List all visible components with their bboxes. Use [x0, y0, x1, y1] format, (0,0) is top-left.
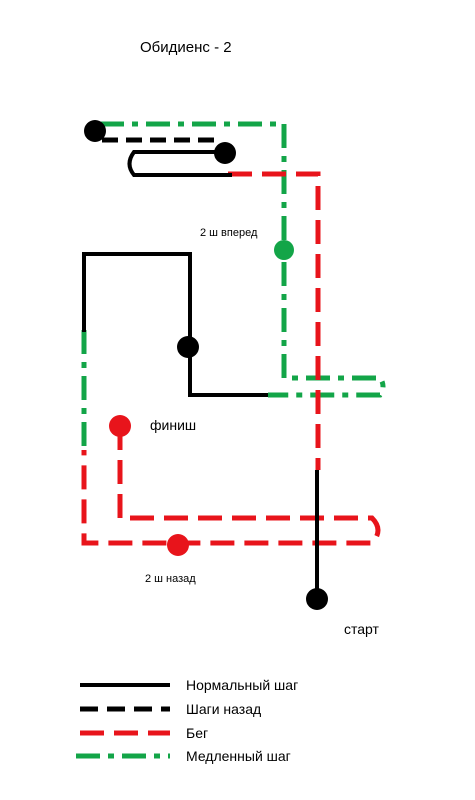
run-route	[81, 171, 381, 546]
start-marker	[306, 588, 328, 610]
normal-step-route	[82, 150, 319, 597]
run-top-segment	[228, 171, 321, 470]
finish-marker	[109, 415, 131, 437]
legend-backward-label: Шаги назад	[186, 701, 261, 717]
turn-marker-top	[214, 142, 236, 164]
run-bottom-segment	[81, 426, 381, 546]
middle-marker	[177, 336, 199, 358]
scheme-title: Обидиенс - 2	[140, 39, 232, 56]
back-label: 2 ш назад	[145, 573, 196, 585]
slow-step-top-segment	[100, 121, 386, 398]
normal-step-finish-loop	[82, 252, 268, 397]
finish-label: финиш	[150, 417, 196, 433]
normal-step-top-loop	[127, 150, 232, 177]
legend: Нормальный шаг Шаги назад Бег Медленный …	[76, 677, 298, 764]
forward-marker	[274, 240, 294, 260]
forward-label: 2 ш вперед	[200, 227, 258, 239]
turn-marker-corner	[84, 120, 106, 142]
start-label: старт	[344, 621, 380, 637]
legend-normal-label: Нормальный шаг	[186, 677, 298, 693]
back-marker	[167, 534, 189, 556]
legend-run-label: Бег	[186, 725, 208, 741]
legend-slow-label: Медленный шаг	[186, 748, 291, 764]
